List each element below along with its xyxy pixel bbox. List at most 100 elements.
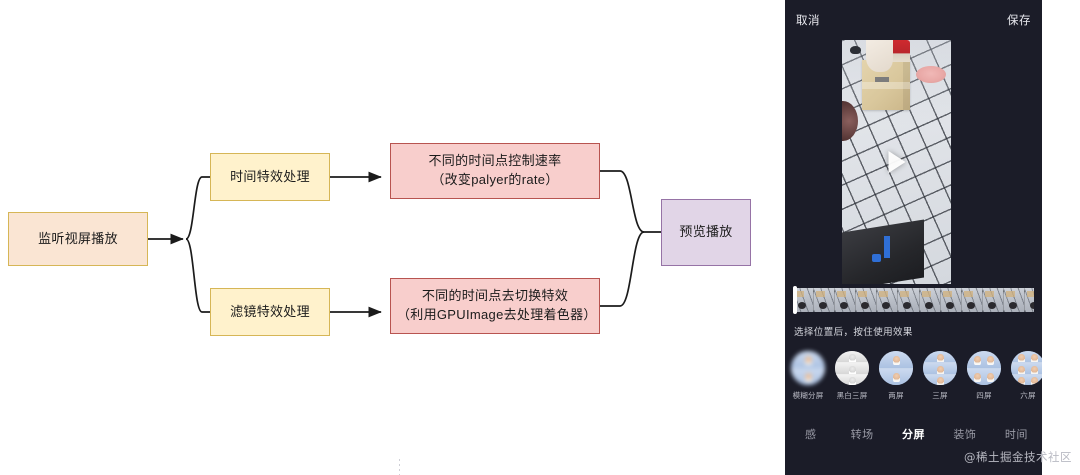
tab-1[interactable]: 感 (804, 428, 817, 441)
bottom-tick-marker (399, 459, 400, 475)
hint-text: 选择位置后，按住使用效果 (794, 327, 913, 338)
filmstrip-frame[interactable] (793, 288, 815, 312)
effect-figure (936, 365, 944, 375)
effect-figure (986, 355, 994, 365)
effect-figure (1018, 376, 1026, 385)
filmstrip-frame[interactable] (898, 288, 920, 312)
node-time-effect-processing[interactable]: 时间特效处理 (210, 153, 330, 201)
node-filter-label: 滤镜特效处理 (230, 303, 310, 319)
effect-figure (1030, 354, 1038, 364)
effect-figure (986, 372, 994, 382)
node-time-label: 时间特效处理 (230, 168, 310, 184)
effect-figure (974, 372, 982, 382)
video-keyboard-blue-key (884, 236, 890, 258)
effect-label: 黑白三屏 (836, 391, 868, 400)
filmstrip-frame[interactable] (856, 288, 878, 312)
play-triangle-icon[interactable] (888, 151, 905, 173)
edge-split-lower (185, 238, 210, 313)
effect-item[interactable]: 黑白三屏 (835, 351, 869, 413)
effect-thumbnail-2[interactable] (835, 351, 869, 385)
effect-label: 模糊分屏 (792, 391, 824, 400)
phone-screenshot: 取消 保存 选择位置后，按住使用效果 模糊分屏 黑白三屏 两屏 三屏 四屏六屏 感 转场 分… (785, 0, 1042, 475)
effect-item[interactable]: 六屏 (1011, 351, 1042, 413)
flowchart-connectors (148, 170, 661, 318)
filmstrip-frame[interactable] (814, 288, 836, 312)
effect-figure (892, 355, 900, 365)
effect-figure (804, 355, 812, 365)
video-hand (866, 40, 893, 72)
filmstrip-frames[interactable] (793, 288, 1034, 312)
phone-top-bar: 取消 保存 (785, 6, 1042, 34)
effect-figure (848, 376, 856, 385)
node-listen-label: 监听视屏播放 (38, 230, 118, 246)
effect-item[interactable]: 模糊分屏 (791, 351, 825, 413)
effect-item[interactable]: 三屏 (923, 351, 957, 413)
effect-figure (848, 354, 856, 364)
edge-rate-to-preview (600, 170, 661, 233)
playhead-handle[interactable] (793, 286, 797, 314)
effect-segment (967, 351, 1001, 369)
effect-figure (936, 354, 944, 364)
phone-bottom-strip (785, 448, 1042, 475)
cancel-button[interactable]: 取消 (796, 13, 820, 27)
video-bowl (842, 101, 858, 141)
effect-figure (936, 376, 944, 385)
filmstrip-frame[interactable] (835, 288, 857, 312)
filmstrip-frame[interactable] (877, 288, 899, 312)
node-preview-label: 预览播放 (679, 224, 733, 240)
effect-label: 六屏 (1020, 391, 1036, 400)
video-frame[interactable] (842, 40, 951, 284)
filmstrip-frame[interactable] (940, 288, 962, 312)
video-box-label (875, 77, 889, 82)
effect-thumbnail-4[interactable] (923, 351, 957, 385)
tab-2[interactable]: 转场 (850, 428, 874, 441)
video-pink-dish (916, 66, 946, 83)
edge-split-upper (185, 176, 210, 240)
effect-figure (848, 365, 856, 375)
effect-thumbnail-3[interactable] (879, 351, 913, 385)
tab-4[interactable]: 装饰 (953, 428, 977, 441)
effect-label: 三屏 (932, 391, 948, 400)
effects-thumbnail-row[interactable]: 模糊分屏 黑白三屏 两屏 三屏 四屏六屏 (791, 351, 1042, 413)
effect-figure (804, 372, 812, 382)
effect-thumbnail-5[interactable] (967, 351, 1001, 385)
flowchart-diagram: 监听视屏播放 时间特效处理 滤镜特效处理 不同的时间点控制速率 （改变palye… (8, 143, 751, 336)
save-button[interactable]: 保存 (1007, 13, 1031, 27)
effect-segment (967, 368, 1001, 385)
watermark-text: @稀土掘金技术社区 (964, 450, 1072, 464)
effect-thumbnail-6[interactable] (1011, 351, 1042, 385)
filmstrip-frame[interactable] (919, 288, 941, 312)
video-keyboard-blue-key-2 (872, 254, 881, 262)
filmstrip-frame[interactable] (961, 288, 983, 312)
filmstrip-frame[interactable] (982, 288, 1004, 312)
filmstrip-frame[interactable] (1025, 288, 1034, 312)
effect-figure (892, 372, 900, 382)
video-box-tape (862, 82, 910, 89)
effect-item[interactable]: 两屏 (879, 351, 913, 413)
node-preview-playback[interactable]: 预览播放 (661, 199, 751, 266)
bottom-tab-bar[interactable]: 感 转场 分屏 装饰 时间 (785, 420, 1042, 448)
effect-figure (1018, 365, 1026, 375)
node-control-rate[interactable]: 不同的时间点控制速率 （改变palyer的rate） (390, 143, 600, 199)
timeline-filmstrip[interactable] (793, 286, 1034, 314)
node-switch-effect[interactable]: 不同的时间点去切换特效 （利用GPUImage去处理着色器） (390, 278, 600, 334)
video-dark-object (850, 46, 861, 54)
node-filter-effect-processing[interactable]: 滤镜特效处理 (210, 288, 330, 336)
effect-label: 两屏 (888, 391, 904, 400)
node-listen-video-playback[interactable]: 监听视屏播放 (8, 212, 148, 266)
video-preview-stage[interactable] (785, 34, 1042, 284)
node-switch-label: 不同的时间点去切换特效 （利用GPUImage去处理着色器） (397, 288, 597, 322)
node-rate-label: 不同的时间点控制速率 （改变palyer的rate） (428, 153, 562, 187)
tab-5[interactable]: 时间 (1004, 428, 1028, 441)
edge-switch-to-preview (600, 231, 645, 307)
effect-figure (1030, 365, 1038, 375)
effect-thumbnail-1[interactable] (791, 351, 825, 385)
filmstrip-frame[interactable] (1003, 288, 1026, 312)
effect-figure (974, 355, 982, 365)
effect-figure (1030, 376, 1038, 385)
effect-item[interactable]: 四屏 (967, 351, 1001, 413)
effect-segment (1011, 373, 1042, 385)
effect-figure (1018, 354, 1026, 364)
video-red-cap-bottle (888, 40, 910, 62)
tab-3[interactable]: 分屏 (902, 428, 926, 441)
